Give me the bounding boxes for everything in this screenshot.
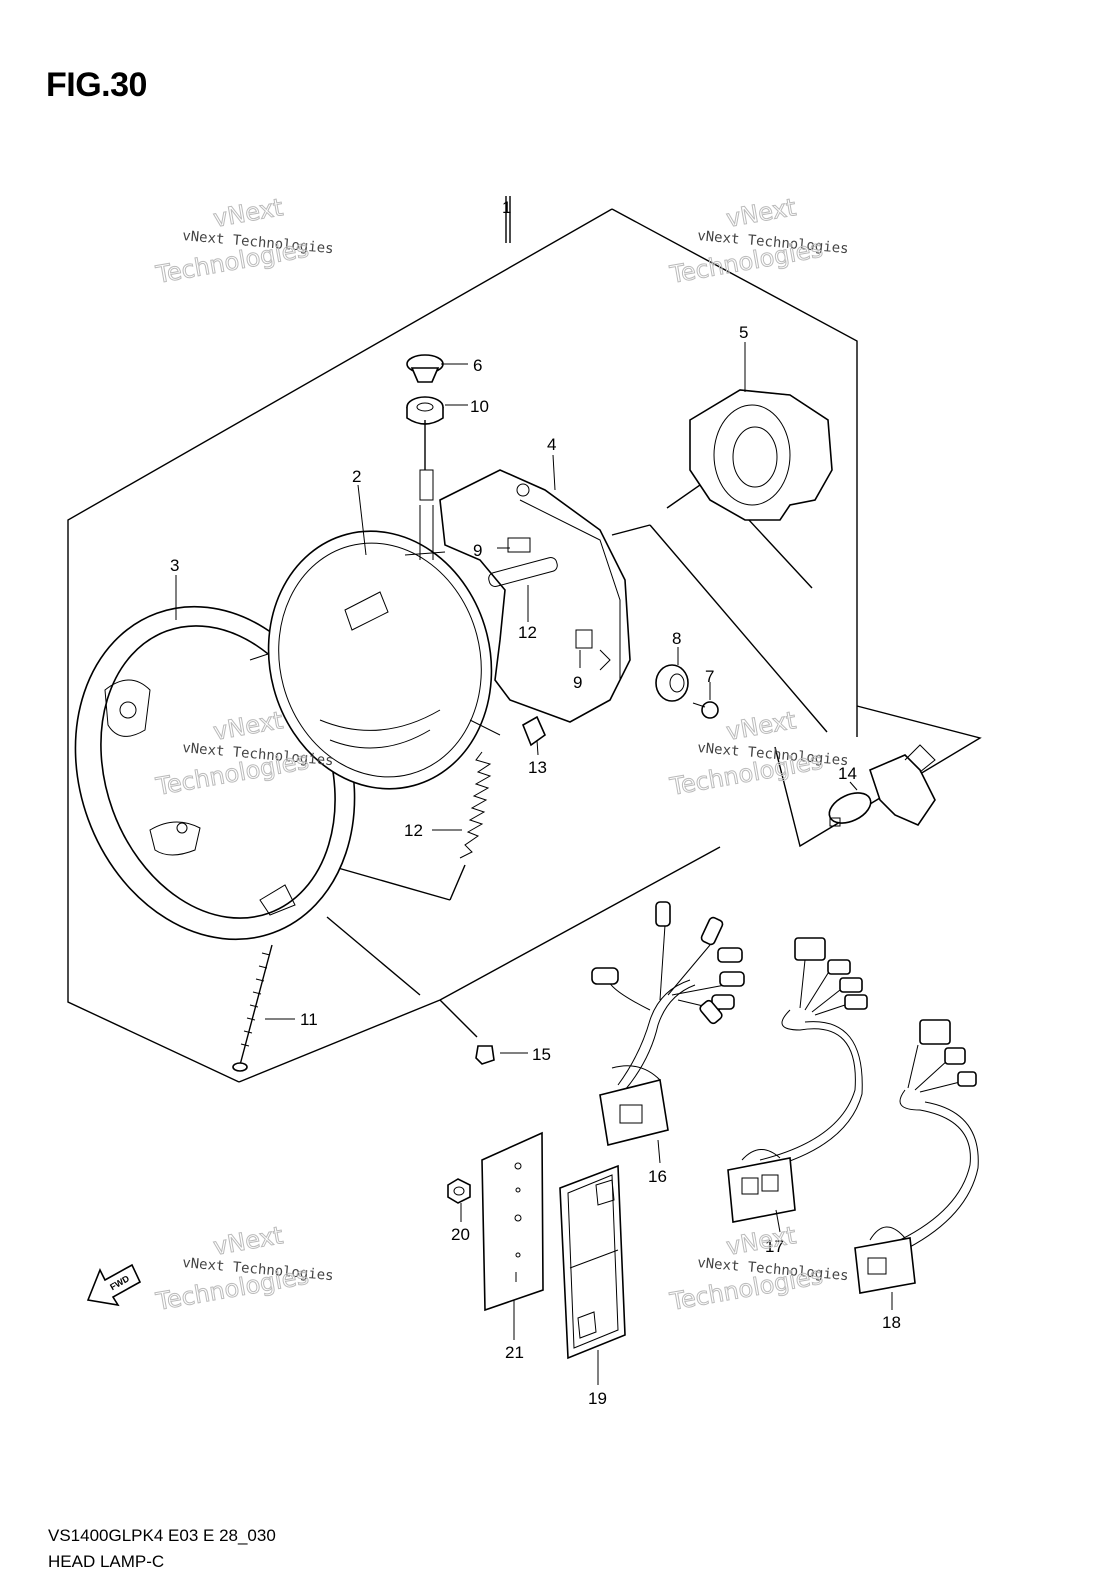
part-21-label-plate <box>481 1131 544 1312</box>
svg-text:vNext: vNext <box>724 706 798 746</box>
part-12-spring <box>459 751 492 859</box>
callout-10: 10 <box>470 397 489 416</box>
callout-11: 11 <box>300 1010 318 1029</box>
watermark-bottom-left: vNext vNext Technologies Technologies <box>153 1221 334 1317</box>
part-18-wiring-harness <box>854 1019 979 1294</box>
figure-name: HEAD LAMP-C <box>48 1552 165 1571</box>
watermark-top-left: vNext vNext Technologies Technologies <box>153 193 334 290</box>
svg-text:vNext: vNext <box>211 1221 285 1261</box>
callout-3: 3 <box>170 556 179 575</box>
callout-6: 6 <box>473 356 482 375</box>
part-19-reflector <box>559 1164 626 1360</box>
part-4-housing-bracket <box>419 469 631 723</box>
part-15-screw <box>475 1045 495 1065</box>
callout-2: 2 <box>352 467 361 486</box>
svg-text:vNext: vNext <box>724 193 798 233</box>
figure-title: FIG.30 <box>46 66 147 104</box>
callout-13: 13 <box>528 758 547 777</box>
part-2-headlamp-unit <box>267 530 501 790</box>
model-code: VS1400GLPK4 E03 E 28_030 <box>48 1526 276 1545</box>
part-5-dust-cover <box>689 389 833 521</box>
part-20-nut <box>447 1178 471 1204</box>
callout-numbers: 1 2 3 4 5 6 7 8 9 9 10 11 12 12 13 14 15… <box>170 198 901 1408</box>
callout-9a: 9 <box>473 541 482 560</box>
callout-8: 8 <box>672 629 681 648</box>
callout-19: 19 <box>588 1389 607 1408</box>
callout-9b: 9 <box>573 673 582 692</box>
watermark-mid-right: vNext vNext Technologies Technologies <box>667 706 849 802</box>
callout-4: 4 <box>547 435 556 454</box>
fwd-arrow: FWD <box>86 1263 142 1307</box>
watermark-top-right: vNext vNext Technologies Technologies <box>667 193 849 290</box>
part-6-screw <box>406 354 444 383</box>
callout-1: 1 <box>502 198 511 217</box>
callout-5: 5 <box>739 323 748 342</box>
part-8-grommet <box>655 664 689 702</box>
part-13-clip-nut <box>521 715 546 747</box>
callout-20: 20 <box>451 1225 470 1244</box>
part-14-bulb <box>828 744 936 827</box>
watermark-bottom-right: vNext vNext Technologies Technologies <box>667 1221 849 1317</box>
part-16-wiring-harness <box>591 901 745 1146</box>
svg-text:vNext: vNext <box>724 1221 798 1261</box>
callout-14: 14 <box>838 764 857 783</box>
callout-12a: 12 <box>518 623 537 642</box>
svg-text:vNext: vNext <box>211 193 285 233</box>
part-10-grommet <box>406 396 444 425</box>
callout-17: 17 <box>765 1237 784 1256</box>
callout-18: 18 <box>882 1313 901 1332</box>
part-7-screw <box>692 701 719 719</box>
leader-lines <box>175 342 893 1385</box>
callout-7: 7 <box>705 667 714 686</box>
part-11-long-screw <box>232 944 273 1072</box>
callout-21: 21 <box>505 1343 524 1362</box>
callout-16: 16 <box>648 1167 667 1186</box>
part-17-wiring-harness <box>727 937 868 1223</box>
callout-15: 15 <box>532 1045 551 1064</box>
callout-12b: 12 <box>404 821 423 840</box>
